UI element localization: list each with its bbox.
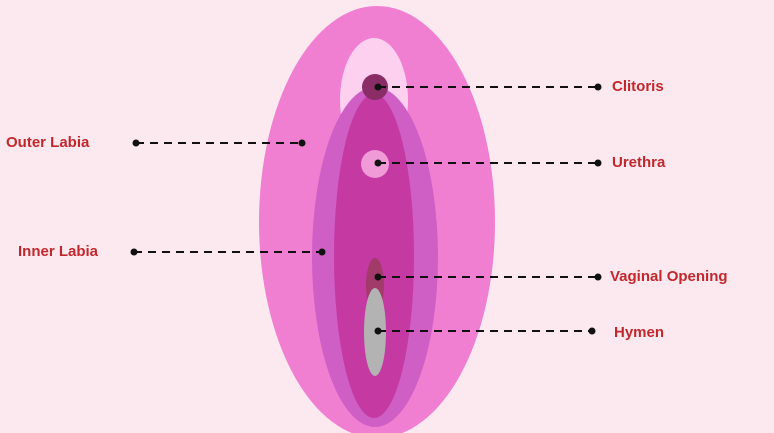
dot-vaginal-opening-start [375,274,382,281]
dot-hymen-start [375,328,382,335]
dot-clitoris-start [375,84,382,91]
label-hymen: Hymen [614,324,664,342]
dot-hymen-end [589,328,596,335]
dot-vaginal-opening-end [595,274,602,281]
dot-clitoris-end [595,84,602,91]
dot-inner-labia-start [131,249,138,256]
label-outer-labia: Outer Labia [6,134,89,152]
dot-inner-labia-end [319,249,326,256]
label-clitoris: Clitoris [612,78,664,96]
dot-urethra-start [375,160,382,167]
dot-outer-labia-end [299,140,306,147]
label-urethra: Urethra [612,154,665,172]
dot-urethra-end [595,160,602,167]
label-vaginal-opening: Vaginal Opening [610,268,728,286]
dot-outer-labia-start [133,140,140,147]
label-inner-labia: Inner Labia [18,243,98,261]
